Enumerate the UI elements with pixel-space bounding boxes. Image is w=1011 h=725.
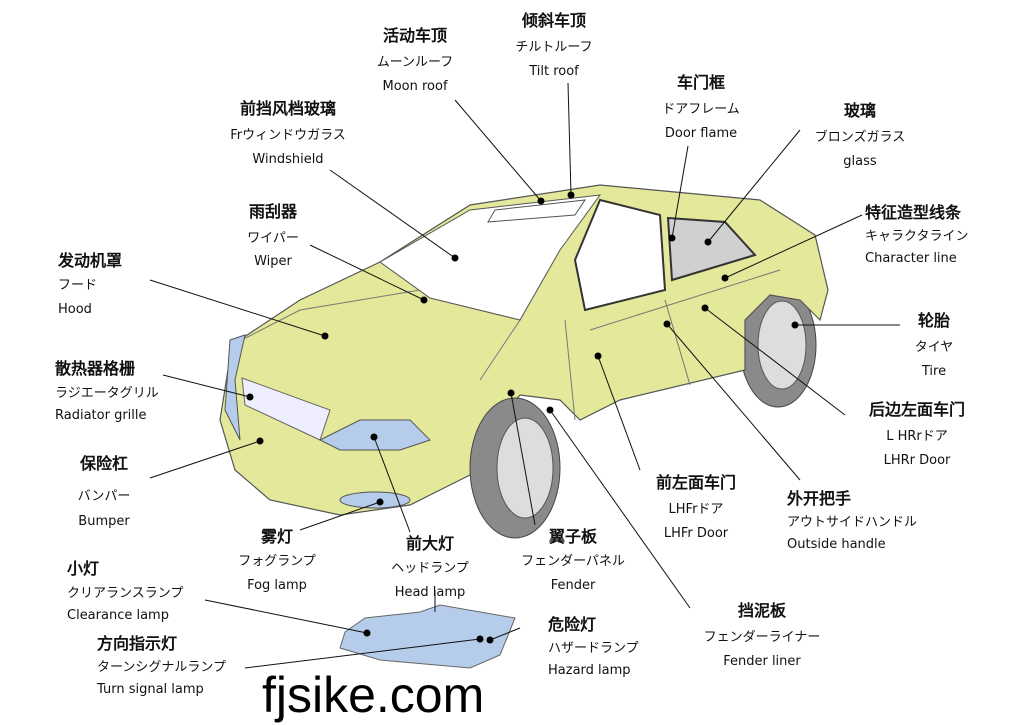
grille [241,377,331,441]
label-zh: 外开把手 [787,489,852,508]
label-zh: 危险灯 [548,615,597,634]
label-turn-signal-lamp: 方向指示灯ターンシグナルランプ Turn signal lamp [97,634,226,697]
label-en: Radiator grille [55,408,147,423]
label-zh: 翼子板 [548,527,597,546]
label-tilt-roof: 倾斜车顶チルトルーフ Tilt roof [515,11,593,79]
label-head-lamp: 前大灯ヘッドランプ Head lamp [391,534,469,600]
label-en: LHFr Door [663,526,729,541]
label-en: Outside handle [787,537,886,552]
label-en: Fog lamp [247,578,307,593]
label-zh: 散热器格栅 [55,359,136,378]
label-ja: LHFrドア [668,502,724,517]
label-fender: 翼子板フェンダーパネル Fender [521,527,625,593]
rear-side-window [666,216,757,282]
label-ja: タイヤ [914,340,954,355]
label-clearance-lamp: 小灯クリアランスランプ Clearance lamp [67,559,184,623]
label-ja: ドアフレーム [662,102,740,117]
label-character-line: 特征造型线条キャラクタライン Character line [865,203,969,266]
label-en: Fender liner [723,654,801,669]
label-tire: 轮胎タイヤ Tire [914,311,954,379]
label-ja: チルトルーフ [515,40,593,55]
label-ja: L HRrドア [886,429,948,444]
label-ja: ハザードランプ [548,641,639,656]
label-en: Windshield [252,152,324,167]
headlamp-left [224,334,246,441]
label-zh: 挡泥板 [737,601,786,620]
label-ja: ラジエータグリル [55,386,159,401]
label-lh-front-door: 前左面车门 LHFrドア LHFr Door [655,473,737,541]
label-hood: 发动机罩フード Hood [58,251,123,317]
label-zh: 小灯 [67,559,100,578]
label-zh: 方向指示灯 [97,634,178,653]
front-side-window [573,198,667,312]
label-hazard-lamp: 危险灯ハザードランプ Hazard lamp [548,615,639,678]
label-zh: 发动机罩 [58,251,123,270]
label-ja: クリアランスランプ [67,586,184,601]
label-en: Door flame [664,126,738,141]
label-zh: 前大灯 [405,534,454,553]
label-en: Tilt roof [529,64,579,79]
label-zh: 车门框 [676,73,725,92]
label-radiator-grille: 散热器格栅ラジエータグリル Radiator grille [55,359,159,423]
label-ja: フェンダーライナー [703,630,821,645]
label-zh: 前挡风档玻璃 [239,99,336,118]
label-en: Bumper [78,514,130,529]
label-ja: ブロンズガラス [814,130,906,145]
label-zh: 前左面车门 [655,473,737,492]
label-zh: 倾斜车顶 [521,11,587,30]
label-wiper: 雨刮器ワイパー Wiper [247,202,299,269]
label-en: Head lamp [394,585,466,600]
watermark: fjsike.com [262,667,485,723]
label-ja: ヘッドランプ [391,561,469,576]
label-moon-roof: 活动车顶ムーンルーフ Moon roof [376,26,454,94]
label-en: glass [843,154,877,169]
label-en: Turn signal lamp [97,682,204,697]
label-zh: 雨刮器 [248,202,297,221]
headlamp-detail [339,604,516,669]
label-ja: フォグランプ [238,554,316,569]
label-windshield: 前挡风档玻璃 Frウィンドウガラス Windshield [230,99,346,167]
label-zh: 活动车顶 [382,26,448,45]
label-zh: 保险杠 [79,454,128,473]
label-bumper: 保险杠バンパー Bumper [77,454,131,529]
label-zh: 轮胎 [917,311,950,330]
label-en: Hazard lamp [548,663,631,678]
label-glass: 玻璃ブロンズガラス glass [814,101,906,169]
label-ja: フェンダーパネル [521,554,625,569]
label-ja: Frウィンドウガラス [230,128,346,143]
label-fender-liner: 挡泥板フェンダーライナー Fender liner [703,601,821,669]
label-zh: 后边左面车门 [868,400,966,419]
windshield-glass [379,194,602,321]
label-zh: 特征造型线条 [865,203,962,222]
label-en: LHRr Door [883,453,951,468]
label-door-frame: 车门框ドアフレーム Door flame [662,73,740,141]
label-lh-rear-door: 后边左面车门 L HRrドア LHRr Door [868,400,966,468]
label-fog-lamp: 雾灯フォグランプ Fog lamp [238,527,316,593]
label-outside-handle: 外开把手アウトサイドハンドル Outside handle [787,489,918,552]
label-en: Clearance lamp [67,608,169,623]
label-en: Tire [921,364,947,379]
label-zh: 雾灯 [260,527,293,546]
fog-lamp-shape [339,491,411,509]
label-en: Fender [550,578,596,593]
label-ja: フード [58,278,98,293]
label-ja: バンパー [77,489,131,504]
label-ja: キャラクタライン [865,229,969,244]
label-ja: ターンシグナルランプ [97,660,226,675]
sunroof [487,199,587,223]
label-ja: アウトサイドハンドル [787,515,918,530]
label-en: Character line [865,251,957,266]
label-en: Wiper [254,254,292,269]
label-zh: 玻璃 [843,101,877,120]
label-en: Moon roof [382,79,448,94]
label-ja: ワイパー [247,231,299,246]
label-en: Hood [58,302,92,317]
label-ja: ムーンルーフ [376,55,454,70]
